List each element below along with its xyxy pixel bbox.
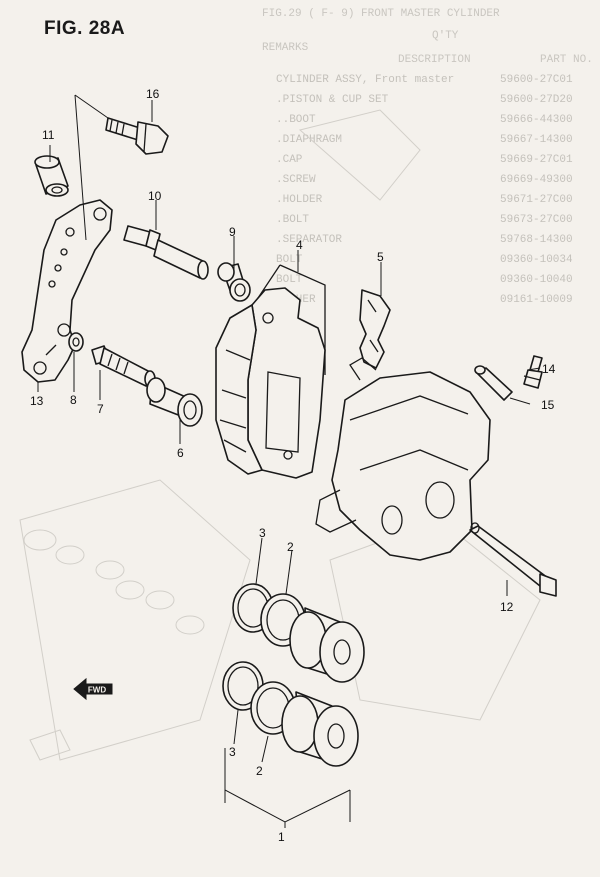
figure-title: FIG. 28A	[44, 18, 126, 39]
piston-seal-lower-part	[222, 661, 359, 767]
ghost-table-row: .PISTON & CUP SET 59600-27D20	[246, 94, 600, 114]
ghost-row-part-no: 59671-27C00	[500, 194, 573, 206]
ghost-row-part-no: 59768-14300	[500, 234, 573, 246]
ghost-row-description: .PISTON & CUP SET	[276, 94, 389, 106]
boot-9-part	[217, 262, 251, 302]
collar-part	[34, 155, 69, 197]
ghost-table-row: CYLINDER ASSY, Front master 59600-27C01	[246, 74, 600, 94]
callout-14: 14	[542, 362, 556, 376]
callout-7: 7	[97, 402, 104, 416]
callout-12: 12	[500, 600, 514, 614]
fwd-arrow-icon: FWD	[73, 677, 113, 701]
callout-2-lower: 2	[256, 764, 263, 778]
ghost-table-row: .HOLDER 59671-27C00	[246, 194, 600, 214]
ghost-title: FIG.29 ( F- 9) FRONT MASTER CYLINDER	[262, 8, 500, 20]
brake-pad-set-part	[215, 264, 326, 479]
pad-spring-part	[359, 289, 391, 369]
ghost-table-row: .SCREW 69669-49300	[246, 174, 600, 194]
ghost-row-part-no: 09360-10040	[500, 274, 573, 286]
callout-11: 11	[42, 128, 55, 142]
callout-3-upper: 3	[259, 526, 266, 540]
ghost-qty-header: Q'TY	[432, 30, 459, 42]
ghost-row-part-no: 09161-10009	[500, 294, 573, 306]
fwd-label: FWD	[88, 686, 106, 695]
ghost-row-description: BOLT	[276, 274, 303, 286]
ghost-description-header: DESCRIPTION	[398, 54, 471, 66]
caliper-bracket-part	[21, 199, 113, 383]
ghost-row-description: .BOLT	[276, 214, 310, 226]
callout-8: 8	[70, 393, 77, 407]
bolt-16-part	[105, 117, 169, 155]
piston-seal-upper-part	[232, 583, 365, 683]
ghost-row-description: CYLINDER ASSY, Front master	[276, 74, 455, 86]
ghost-table-row: .BOLT 59673-27C00	[246, 214, 600, 234]
ghost-row-description: .SEPARATOR	[276, 234, 343, 246]
ghost-row-part-no: 09360-10034	[500, 254, 573, 266]
ghost-table-row: .SEPARATOR 59768-14300	[246, 234, 600, 254]
callout-15: 15	[541, 398, 555, 412]
ghost-table-row: .DIAPHRAGM 59667-14300	[246, 134, 600, 154]
ghost-row-description: .SCREW	[276, 174, 316, 186]
ghost-row-part-no: 59666-44300	[500, 114, 573, 126]
ghost-table-row: BOLT 09360-10034	[246, 254, 600, 274]
callout-6: 6	[177, 446, 184, 460]
ghost-row-part-no: 59667-14300	[500, 134, 573, 146]
ghost-row-description: ..BOOT	[276, 114, 316, 126]
ghost-row-part-no: 59600-27C01	[500, 74, 573, 86]
boot-6-part	[146, 377, 203, 427]
ghost-row-description: .HOLDER	[276, 194, 323, 206]
slide-pin-10-part	[123, 225, 209, 280]
callout-5: 5	[377, 250, 384, 264]
callout-16: 16	[146, 87, 160, 101]
ghost-remarks-header: REMARKS	[262, 42, 309, 54]
ghost-part-no-header: PART NO.	[540, 54, 593, 66]
slide-pin-12-part	[469, 522, 557, 597]
washer-8-part	[68, 332, 84, 352]
leader-lines	[37, 94, 541, 828]
bleeder-valve-part	[523, 355, 543, 389]
callout-10: 10	[148, 189, 162, 203]
ghost-table-row: .CAP 59669-27C01	[246, 154, 600, 174]
callout-13: 13	[30, 394, 44, 408]
callout-2-upper: 2	[287, 540, 294, 554]
callout-9: 9	[229, 225, 236, 239]
slide-pin-7-part	[91, 345, 156, 388]
callout-1: 1	[278, 830, 285, 844]
callout-4: 4	[296, 238, 303, 252]
pad-pin-15-part	[474, 365, 513, 401]
ghost-row-description: .DIAPHRAGM	[276, 134, 343, 146]
ghost-row-description: BOLT	[276, 254, 303, 266]
ghost-table-row: ..BOOT 59666-44300	[246, 114, 600, 134]
ghost-row-part-no: 59669-27C01	[500, 154, 573, 166]
caliper-body-part	[315, 357, 491, 561]
ghost-row-part-no: 59673-27C00	[500, 214, 573, 226]
callout-3-lower: 3	[229, 745, 236, 759]
ghost-row-description: .CAP	[276, 154, 303, 166]
ghost-row-part-no: 59600-27D20	[500, 94, 573, 106]
ghost-row-part-no: 69669-49300	[500, 174, 573, 186]
ghost-table-row: BOLT 09360-10040	[246, 274, 600, 294]
